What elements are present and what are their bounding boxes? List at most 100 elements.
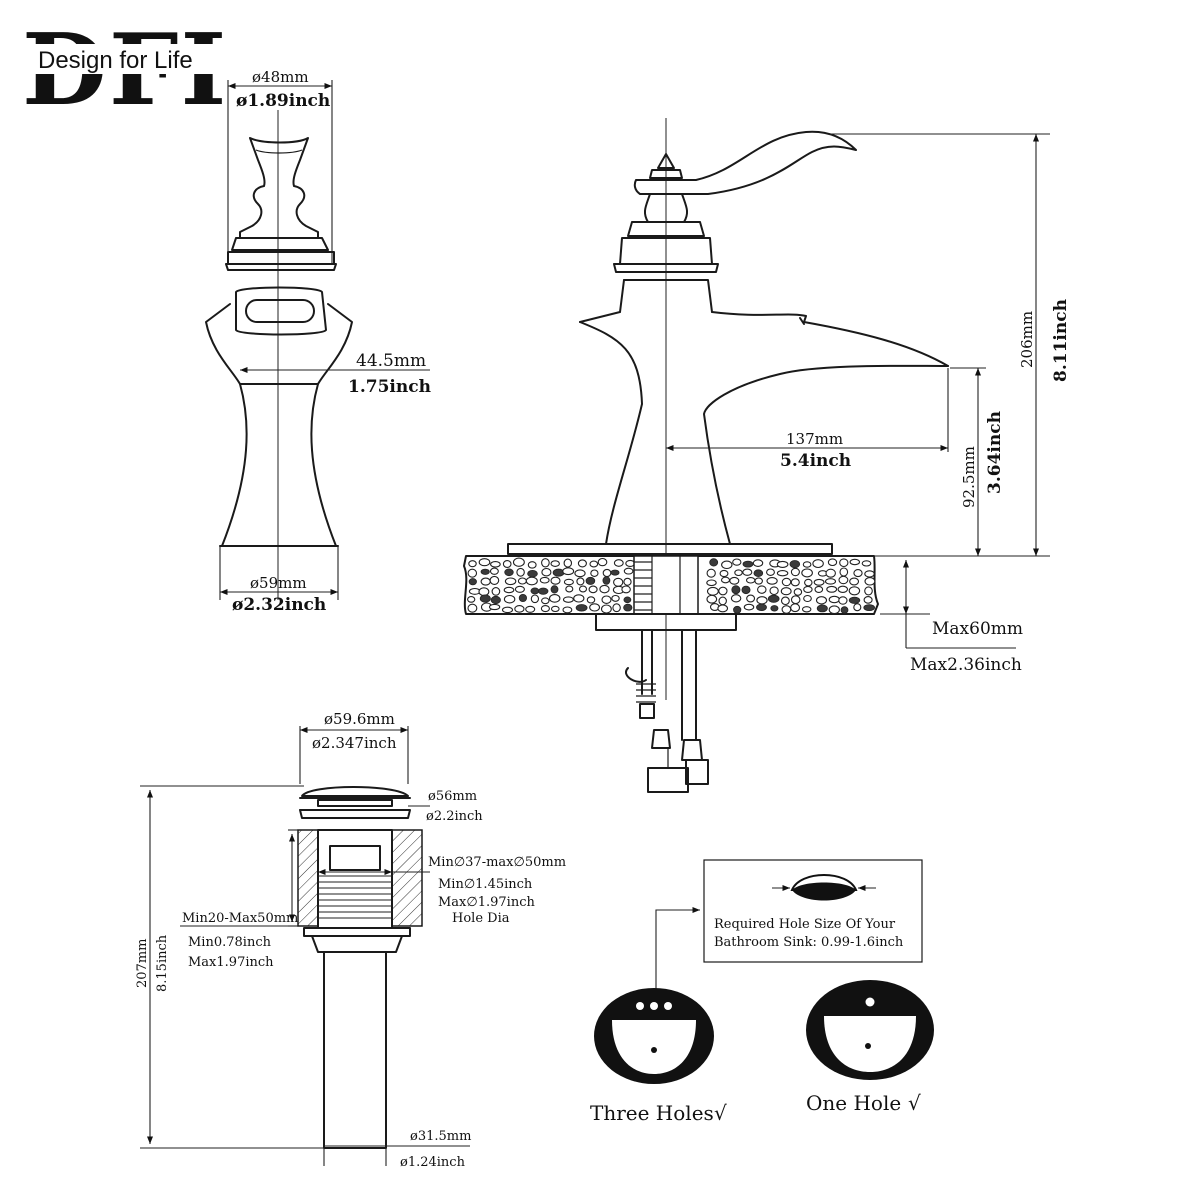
drain-cap-diameter-in: ø2.347inch [312,734,397,752]
drain-section-view: ø59.6mm ø2.347inch ø56mm ø2.2inch Min∅37… [135,710,566,1170]
pebble-texture [575,604,588,612]
pebble-texture [706,594,718,604]
handle-base-diameter-mm: ø59mm [250,574,307,592]
pebble-texture [719,569,729,578]
pebble-texture [776,560,789,568]
drain-flange-diameter-mm: ø56mm [428,789,477,804]
pebble-texture [863,604,875,611]
drain-height-mm: 207mm [135,939,150,988]
pebble-texture [562,606,573,614]
drain-tail-diameter-mm: ø31.5mm [410,1129,471,1144]
pebble-texture [838,575,849,585]
pebble-texture [743,603,755,611]
pebble-texture [780,596,790,606]
pebble-texture [530,594,540,604]
pebble-texture [602,568,612,578]
pebble-texture [802,561,812,568]
pebble-texture [848,596,861,604]
pebble-texture [706,579,717,587]
drain-thickness-max-in: Max1.97inch [188,955,274,970]
pebble-texture [623,577,632,586]
pebble-texture [467,568,478,578]
pebble-texture [563,558,573,568]
pebble-texture [588,585,598,594]
pebble-texture [849,577,860,586]
brand-logo: DFI Design for Life [22,13,226,128]
pebble-texture [589,560,599,568]
pebble-texture [489,567,499,575]
pebble-texture [742,568,753,576]
pebble-texture [754,577,763,585]
pebble-texture [517,577,527,585]
deck-max-in: Max2.36inch [910,655,1022,675]
pebble-texture [611,594,620,602]
three-holes-check: √ [714,1101,727,1125]
pebble-texture [479,594,491,603]
pebble-texture [563,578,574,586]
pebble-texture [717,604,729,613]
pebble-texture [550,585,559,594]
handle-top-diameter-mm: ø48mm [252,68,309,86]
faucet-hole-right [664,1002,672,1010]
pebble-texture [769,586,779,596]
pebble-texture [576,577,585,586]
sink-option-one-hole: One Hole √ [806,980,934,1115]
pebble-texture [538,587,549,595]
pebble-texture [621,585,631,594]
one-hole-label: One Hole [806,1091,901,1115]
pebble-texture [766,568,775,576]
pebble-texture [525,605,536,613]
pebble-texture [729,576,740,585]
logo-tagline: Design for Life [38,47,193,74]
pebble-texture [573,594,585,603]
pebble-texture [490,561,501,568]
faucet-height-mm: 206mm [1018,311,1036,368]
pebble-texture [790,567,800,577]
pebble-texture [502,560,512,568]
pebble-texture [756,596,768,605]
pebble-texture [812,559,824,569]
pebble-texture [589,603,601,612]
pebble-texture [512,557,525,567]
pebble-texture [491,587,501,596]
pebble-texture [503,594,516,604]
drain-cap-diameter-mm: ø59.6mm [324,710,395,728]
pebble-texture [541,597,550,605]
one-hole-check: √ [908,1091,921,1115]
pebble-texture [837,585,849,593]
drain-thickness-min-in: Min0.78inch [188,935,272,950]
pebble-texture [530,587,540,595]
pebble-texture [718,596,727,606]
pebble-texture [562,567,575,576]
pebble-texture [504,568,514,577]
pebble-texture [803,594,812,603]
pebble-texture [488,603,501,611]
hole-info-line1: Required Hole Size Of Your [714,917,896,932]
pebble-texture [709,558,719,567]
pebble-texture [540,605,550,613]
handle-width-mm: 44.5mm [356,351,426,371]
pebble-texture [541,558,550,568]
pebble-texture [599,584,610,594]
pebble-texture [525,576,538,586]
drain-tail-diameter-in: ø1.24inch [400,1155,466,1170]
pebble-texture [803,585,813,593]
pebble-texture [565,585,574,593]
pebble-texture [839,567,849,577]
pebble-texture [742,560,754,568]
pebble-texture [828,605,840,615]
pebble-texture [781,577,792,587]
pebble-texture [780,587,792,596]
handle-top-diameter-in: ø1.89inch [236,91,330,111]
drain-hole-max-in: Max∅1.97inch [438,895,535,910]
hole-size-info: Required Hole Size Of Your Bathroom Sink… [655,859,923,994]
pebble-texture [825,568,836,578]
pebble-texture [586,596,596,604]
pebble-texture [490,595,501,605]
pebble-texture [741,585,751,595]
pebble-texture [613,559,624,567]
pebble-texture [767,594,780,603]
spout-reach-in: 5.4inch [780,451,851,471]
pebble-texture [706,586,719,596]
